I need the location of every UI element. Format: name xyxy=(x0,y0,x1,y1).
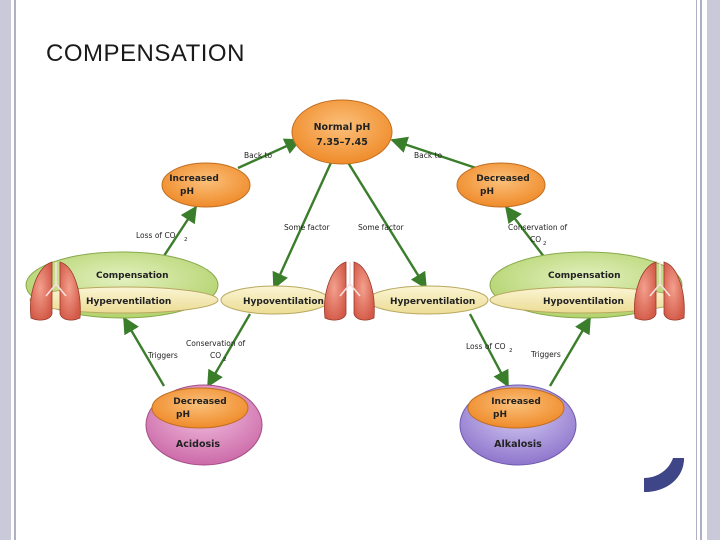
arrow-hypoventilation-to-acidosis xyxy=(206,313,252,388)
edge-label-back-to-left: Back to xyxy=(244,151,273,160)
arrow-decreased-to-normal xyxy=(390,136,477,170)
node-decreased-ph-top: Decreased pH xyxy=(456,162,546,208)
edge-label-conservation-top: Conservation of xyxy=(508,223,568,232)
increased-ph-top-line2: pH xyxy=(180,187,194,197)
edge-label-some-factor-right: Some factor xyxy=(358,223,405,232)
lungs-left-icon xyxy=(30,261,81,321)
edge-label-co2-bottom: CO xyxy=(210,351,221,360)
lungs-center-icon xyxy=(324,261,375,321)
left-border-band xyxy=(0,0,11,540)
node-increased-ph-top: Increased pH xyxy=(161,162,251,208)
edge-label-some-factor-left: Some factor xyxy=(284,223,331,232)
node-alkalosis: Increased pH Alkalosis xyxy=(459,384,577,466)
left-border-line xyxy=(14,0,16,540)
node-normal-ph: Normal pH 7.35–7.45 xyxy=(291,99,393,165)
edge-label-co2-bottom-sub: 2 xyxy=(223,357,227,363)
normal-ph-range: 7.35–7.45 xyxy=(316,137,368,148)
diagram-arrows xyxy=(122,136,592,388)
compensation-left-title: Compensation xyxy=(96,271,169,281)
acidosis-label: Acidosis xyxy=(176,439,220,450)
decreased-ph-top-line1: Decreased xyxy=(476,174,529,184)
hyperventilation-center-label: Hyperventilation xyxy=(390,297,475,307)
node-hyperventilation-center: Hyperventilation xyxy=(367,285,489,315)
node-acidosis: Decreased pH Acidosis xyxy=(145,384,263,466)
edge-label-back-to-right: Back to xyxy=(414,151,443,160)
arrow-alkalosis-to-compensation-right xyxy=(548,316,592,387)
arrow-increased-to-normal xyxy=(237,138,302,170)
arrow-compensation-left-to-increased xyxy=(158,205,198,263)
arrow-acidosis-to-compensation-left xyxy=(122,316,166,387)
decreased-ph-top-line2: pH xyxy=(480,187,494,197)
edge-label-triggers-left: Triggers xyxy=(147,351,178,360)
right-border-band xyxy=(707,0,720,540)
right-border-line xyxy=(700,0,702,540)
edge-label-conservation-bottom: Conservation of xyxy=(186,339,246,348)
slide-title: COMPENSATION xyxy=(46,40,245,67)
edge-label-co2-top: CO xyxy=(530,235,541,244)
arrow-hyperventilation-to-alkalosis xyxy=(468,313,510,388)
slide-left-border xyxy=(0,0,20,540)
increased-ph-top-line1: Increased xyxy=(169,174,219,184)
edge-label-loss-co2-bottom: Loss of CO xyxy=(466,342,506,351)
compensation-right-title: Compensation xyxy=(548,271,621,281)
arrow-compensation-right-to-decreased xyxy=(504,205,549,263)
edge-label-loss-co2-top-sub: 2 xyxy=(184,237,188,243)
compensation-right-action: Hypoventilation xyxy=(543,297,624,307)
right-border-thin-line xyxy=(696,0,697,540)
edge-label-triggers-right: Triggers xyxy=(530,350,561,359)
alkalosis-label: Alkalosis xyxy=(494,439,542,450)
acidosis-line1: Decreased xyxy=(173,397,226,407)
compensation-left-action: Hyperventilation xyxy=(86,297,171,307)
edge-label-loss-co2-top: Loss of CO xyxy=(136,231,176,240)
node-hypoventilation-center: Hypoventilation xyxy=(220,285,330,315)
lungs-right-icon xyxy=(634,261,685,321)
edge-label-co2-top-sub: 2 xyxy=(543,241,547,247)
normal-ph-label: Normal pH xyxy=(314,122,371,133)
slide-corner-decoration xyxy=(644,458,684,492)
alkalosis-line1: Increased xyxy=(491,397,541,407)
node-compensation-right: Compensation Hypoventilation xyxy=(489,251,683,319)
hypoventilation-center-label: Hypoventilation xyxy=(243,297,324,307)
arrow-normal-to-hypoventilation xyxy=(272,155,336,290)
arrow-normal-to-hyperventilation xyxy=(342,155,428,290)
edge-label-loss-co2-bottom-sub: 2 xyxy=(509,348,513,354)
acidosis-line2: pH xyxy=(176,410,190,420)
alkalosis-line2: pH xyxy=(493,410,507,420)
slide-right-border xyxy=(690,0,720,540)
